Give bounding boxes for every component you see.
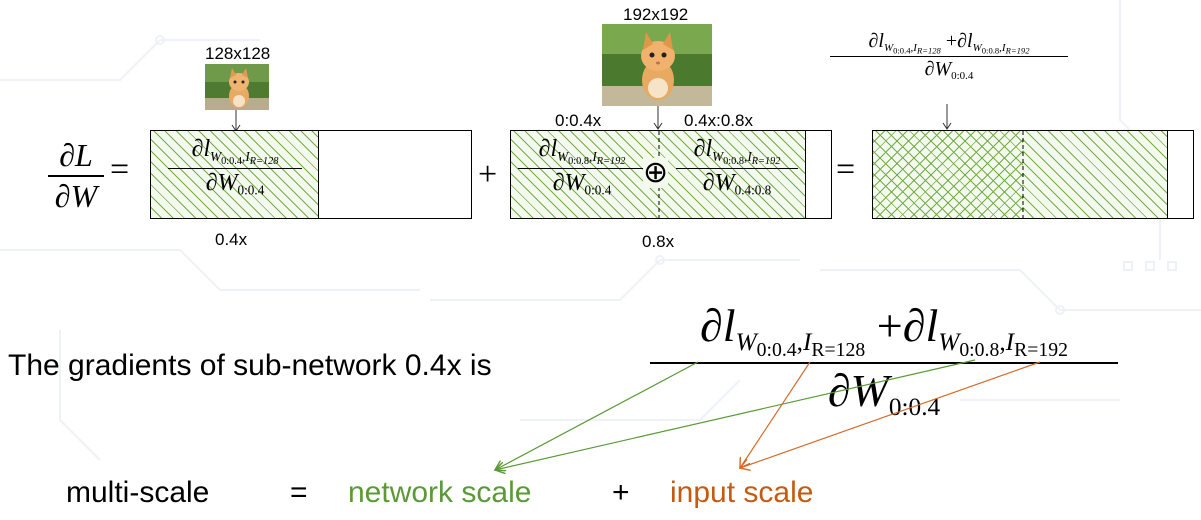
oplus-symbol: ⊕ (643, 156, 669, 189)
box-2-right-denominator: ∂W0.4:0.8 (702, 170, 772, 198)
kitten-image-small (205, 64, 269, 110)
box-1-numerator: ∂lW0:0.4,IR=128 (191, 136, 279, 167)
equals-sign-2: = (836, 151, 856, 188)
arrow-input-1 (740, 361, 811, 468)
image-2-size-label: 192x192 (623, 5, 689, 24)
box-1-fraction: ∂lW0:0.4,IR=128 ∂W0:0.4 (168, 136, 302, 199)
network-scale-label: network scale (348, 476, 532, 509)
box-2-left-label: 0:0.4x (555, 111, 602, 130)
arrow-network-1 (495, 361, 699, 470)
box-3-formula-numerator: ∂lW0:0.4,IR=128 +∂lW0:0.8,IR=192 (868, 30, 1030, 56)
lhs-fraction: ∂L ∂W (48, 137, 104, 215)
box-3-formula: ∂lW0:0.4,IR=128 +∂lW0:0.8,IR=192 ∂W0:0.4 (830, 30, 1068, 82)
box-3-arrow (942, 104, 952, 130)
box-1-hatched-region (151, 131, 319, 218)
multi-scale-label: multi-scale (66, 476, 210, 509)
lhs-denominator: ∂W (54, 177, 98, 214)
bottom-plus-sign: + (612, 476, 630, 509)
image-1-size-label: 128x128 (205, 44, 271, 63)
box-1-width-label: 0.4x (215, 230, 248, 249)
arrow-input-2 (740, 361, 1041, 468)
equals-sign-1: = (110, 151, 130, 188)
input-scale-label: input scale (670, 476, 814, 509)
box-2-width-label: 0.8x (642, 232, 675, 251)
kitten-image-large (602, 24, 712, 106)
box-1-fraction-bar (168, 167, 302, 170)
box-3-divider (1022, 131, 1024, 218)
lhs-numerator: ∂L (59, 137, 93, 173)
image-2-arrow (653, 106, 663, 130)
lhs-fraction-bar (48, 175, 104, 177)
statement-formula: ∂lW0:0.4,IR=128 +∂lW0:0.8,IR=192 ∂W0:0.4 (650, 300, 1118, 422)
box-3-formula-bar (830, 56, 1068, 58)
arrow-network-2 (495, 359, 976, 470)
box-2-left-fraction-bar (518, 167, 646, 170)
plus-sign: + (478, 156, 498, 193)
box-2-right-numerator: ∂lW0:0.8,IR=192 (693, 136, 781, 167)
box-2-right-fraction: ∂lW0:0.8,IR=192 ∂W0.4:0.8 (676, 136, 798, 199)
box-2-left-fraction: ∂lW0:0.8,IR=192 ∂W0:0.4 (518, 136, 646, 199)
box-3-hatched-region (1023, 131, 1168, 218)
box-2-left-numerator: ∂lW0:0.8,IR=192 (538, 136, 626, 167)
statement-formula-bar (650, 362, 1118, 365)
statement-formula-numerator: ∂lW0:0.4,IR=128 +∂lW0:0.8,IR=192 (700, 300, 1068, 361)
box-1-denominator: ∂W0:0.4 (205, 170, 265, 198)
box-2-right-label: 0.4x:0.8x (684, 111, 753, 130)
statement-formula-denominator: ∂W0:0.4 (827, 365, 941, 422)
box-2-left-denominator: ∂W0:0.4 (552, 170, 612, 198)
bottom-equals-sign: = (290, 476, 308, 509)
box-2-right-fraction-bar (676, 167, 798, 170)
box-3-crosshatched-region (873, 131, 1023, 218)
box-3-formula-denominator: ∂W0:0.4 (924, 58, 974, 83)
statement-text: The gradients of sub-network 0.4x is (8, 349, 492, 382)
